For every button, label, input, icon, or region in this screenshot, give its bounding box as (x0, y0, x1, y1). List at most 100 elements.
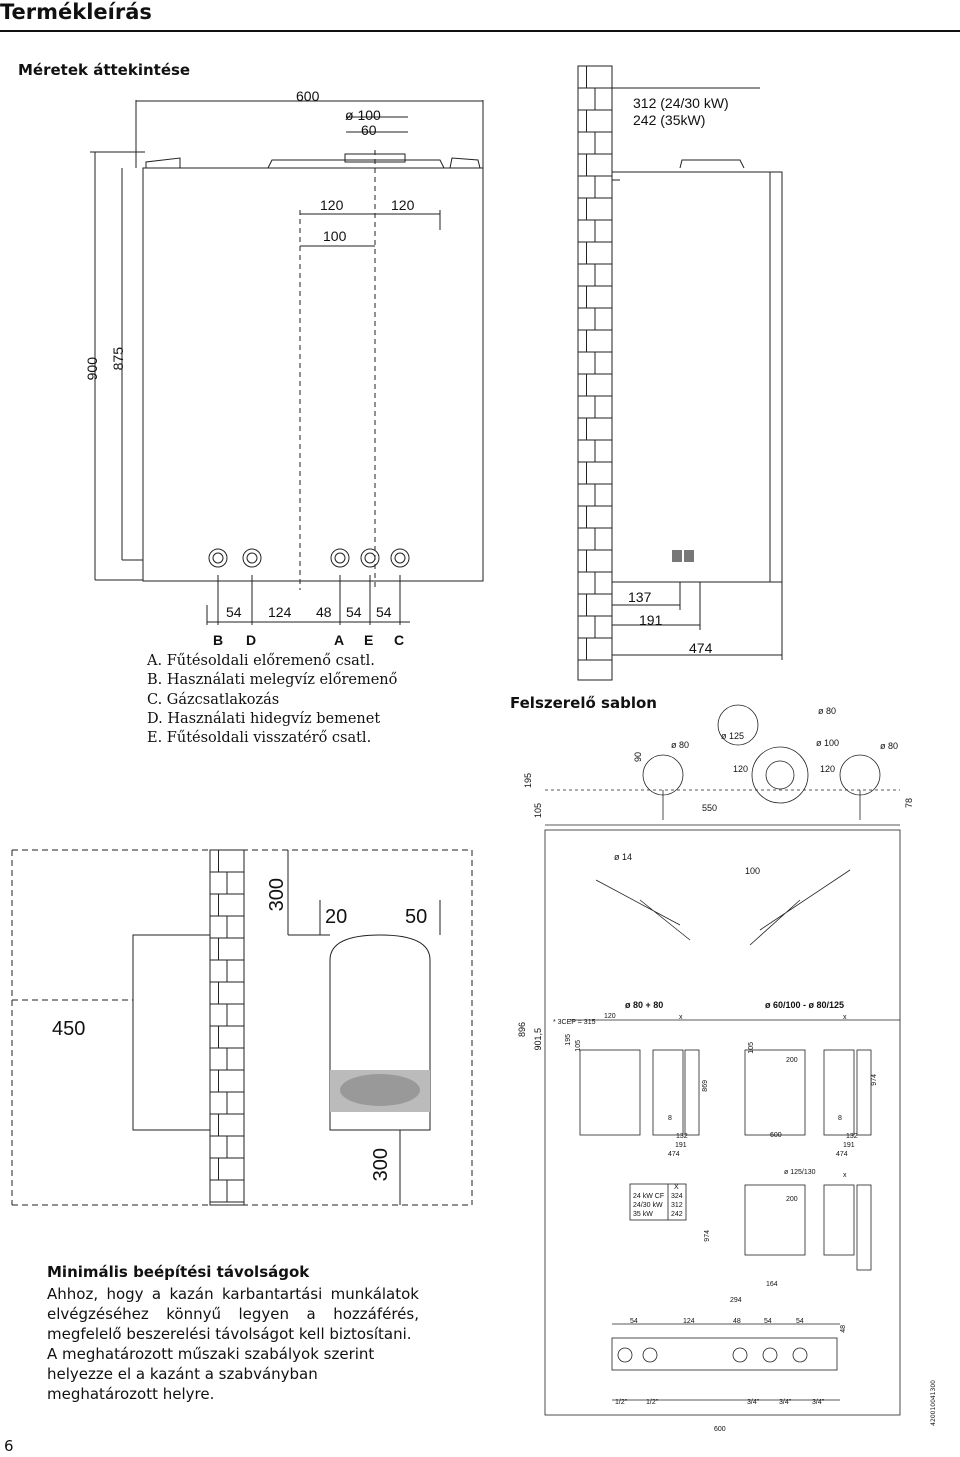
tpl-d8a: 8 (668, 1115, 672, 1122)
clearance-side-left: 20 (325, 906, 348, 928)
clearance-front: 450 (52, 1018, 86, 1040)
tpl-d869: 869 (702, 1080, 709, 1092)
tpl-d600b: 600 (714, 1426, 726, 1433)
tpl-x2: x (843, 1014, 847, 1021)
dim-flue-offset: 100 (323, 228, 347, 244)
dim-474: 474 (689, 640, 713, 656)
legend-item: B. Használati melegvíz előremenő (147, 672, 398, 689)
tpl-d294: 294 (730, 1297, 742, 1304)
depth-line2: 242 (35kW) (633, 112, 706, 128)
tpl-d191b: 191 (675, 1142, 687, 1149)
tpl-d48a: 48 (733, 1318, 741, 1325)
tpl-d54c: 54 (796, 1318, 804, 1325)
legend-item: E. Fűtésoldali visszatérő csatl. (147, 730, 372, 747)
tpl-o80-80: ø 80 + 80 (625, 1000, 664, 1010)
overview-heading: Méretek áttekintése (18, 61, 191, 79)
tpl-d600: 600 (770, 1132, 782, 1139)
document-code: 420010041300 (930, 1380, 937, 1426)
tpl-d550: 550 (702, 803, 718, 813)
connection-E: E (364, 632, 374, 648)
tpl-p1: 1/2" (615, 1399, 628, 1406)
tpl-d105b: 105 (575, 1040, 582, 1052)
tpl-o125-130: ø 125/130 (784, 1169, 816, 1176)
bottom-dim-3: 48 (316, 604, 332, 620)
connection-B: B (213, 632, 224, 648)
tpl-d48b: 48 (840, 1325, 847, 1333)
connection-A: A (334, 632, 345, 648)
tpl-d474c: 474 (836, 1151, 848, 1158)
clearance-side-right: 50 (405, 906, 428, 928)
min-distance-para-1: Ahhoz, hogy a kazán karbantartási munkál… (47, 1285, 419, 1343)
dim-width: 600 (296, 88, 320, 104)
tpl-p5: 3/4" (812, 1399, 825, 1406)
legend-item: C. Gázcsatlakozás (147, 691, 280, 708)
tpl-d474b: 474 (668, 1151, 680, 1158)
table-row-3-label: 35 kW (633, 1211, 653, 1218)
depth-line1: 312 (24/30 kW) (633, 95, 729, 111)
legend-item: D. Használati hidegvíz bemenet (147, 710, 381, 727)
bottom-dim-2: 124 (268, 604, 292, 620)
tpl-o80-a: ø 80 (671, 740, 690, 750)
tpl-d54a: 54 (630, 1318, 638, 1325)
dim-flue-outer: ø 100 (345, 107, 381, 123)
tpl-d901: 901,5 (533, 1028, 543, 1051)
table-row-1-label: 24 kW CF (633, 1193, 665, 1200)
tpl-p4: 3/4" (779, 1399, 792, 1406)
tpl-d132: 132 (676, 1133, 688, 1140)
tpl-o14: ø 14 (614, 852, 633, 862)
tpl-d120-b: 120 (820, 764, 836, 774)
tpl-d200: 200 (786, 1057, 798, 1064)
tpl-d974b: 974 (704, 1230, 711, 1242)
table-row-1-value: 324 (671, 1193, 683, 1200)
tpl-d54b: 54 (764, 1318, 772, 1325)
tpl-x1: x (679, 1014, 683, 1021)
tpl-d90: 90 (633, 752, 643, 763)
min-distance-text: Ahhoz, hogy a kazán karbantartási munkál… (47, 1284, 419, 1404)
dim-right-offset: 120 (391, 197, 415, 213)
page-number: 6 (4, 1437, 14, 1455)
tpl-d120-c: 120 (604, 1013, 616, 1020)
tpl-d124: 124 (683, 1318, 695, 1325)
bottom-dim-4: 54 (346, 604, 362, 620)
tpl-d164: 164 (766, 1281, 778, 1288)
tpl-d974: 974 (871, 1074, 878, 1086)
tpl-o100: ø 100 (816, 738, 840, 748)
table-row-2-label: 24/30 kW (633, 1202, 663, 1209)
dim-191: 191 (639, 612, 663, 628)
tpl-d100: 100 (745, 866, 761, 876)
tpl-d105c: 105 (748, 1042, 755, 1054)
min-distance-heading: Minimális beépítési távolságok (47, 1263, 310, 1281)
tpl-o60-80: ø 60/100 - ø 80/125 (765, 1000, 845, 1010)
tpl-cep: * 3CEP = 315 (553, 1019, 596, 1026)
tpl-d132b: 132 (846, 1133, 858, 1140)
table-header: X (674, 1184, 679, 1191)
bottom-dim-1: 54 (226, 604, 242, 620)
bottom-dim-5: 54 (376, 604, 392, 620)
tpl-p3: 3/4" (747, 1399, 760, 1406)
template-heading: Felszerelő sablon (510, 694, 657, 712)
dim-flue-inner: 60 (361, 122, 377, 138)
tpl-d120-a: 120 (733, 764, 749, 774)
tpl-d200b: 200 (786, 1196, 798, 1203)
tpl-d896: 896 (517, 1022, 527, 1038)
tpl-o80-right: ø 80 (880, 741, 899, 751)
connection-D: D (246, 632, 257, 648)
legend-item: A. Fűtésoldali előremenő csatl. (147, 653, 375, 669)
tpl-o125: ø 125 (721, 731, 745, 741)
title-rule (0, 30, 960, 32)
tpl-o80-top: ø 80 (818, 706, 837, 716)
dim-137: 137 (628, 589, 652, 605)
tpl-d8b: 8 (838, 1115, 842, 1122)
tpl-p2: 1/2" (646, 1399, 659, 1406)
dim-left-offset: 120 (320, 197, 344, 213)
page-title: Termékleírás (0, 0, 152, 24)
tpl-d195: 195 (523, 773, 533, 789)
connection-C: C (394, 632, 405, 648)
tpl-d78: 78 (904, 798, 914, 809)
min-distance-para-2: A meghatározott műszaki szabályok szerin… (47, 1345, 375, 1403)
tpl-d191c: 191 (843, 1142, 855, 1149)
